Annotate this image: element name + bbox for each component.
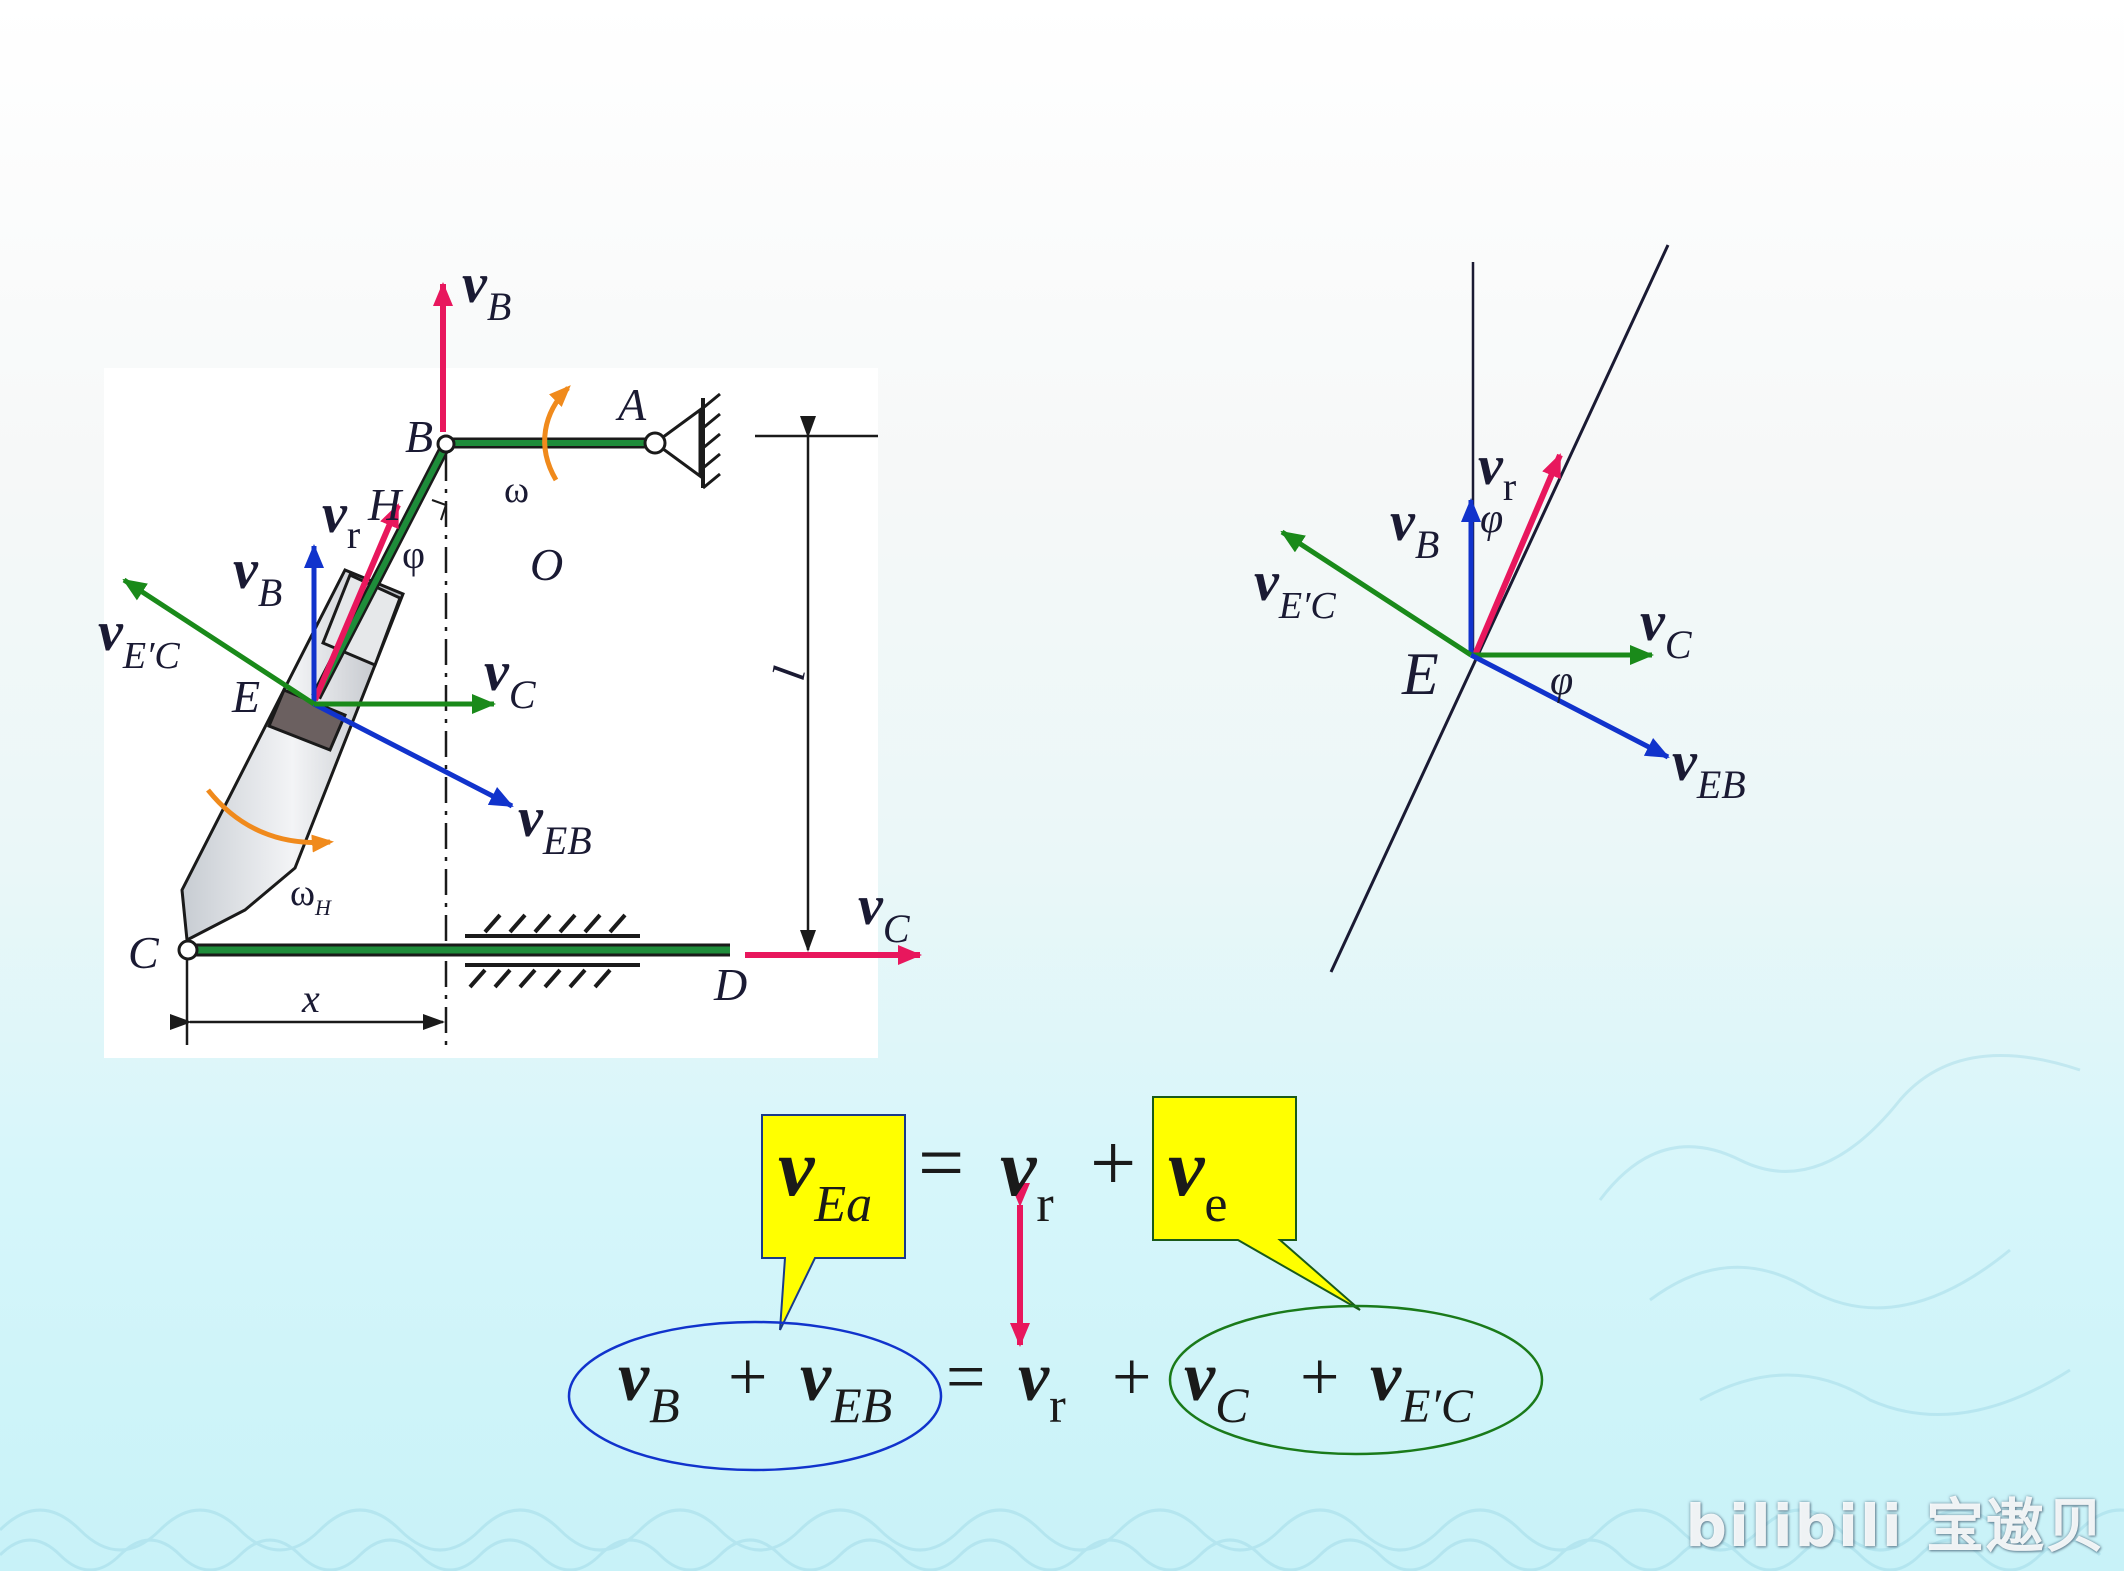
- vd-label-vr: vr: [1478, 435, 1516, 509]
- eq2-plus2: +: [1112, 1339, 1151, 1416]
- eq1-equals: =: [918, 1117, 964, 1208]
- vd-label-phi-bottom: φ: [1550, 658, 1573, 704]
- pin-C: [177, 939, 199, 961]
- vd-label-phi-top: φ: [1480, 496, 1503, 542]
- label-x: x: [301, 976, 320, 1021]
- vr-vector: [312, 503, 401, 702]
- label-E: E: [231, 671, 260, 722]
- callout-vEa: [761, 1114, 906, 1331]
- label-vEC: vE′C: [98, 601, 180, 677]
- label-phi: φ: [402, 532, 425, 577]
- label-vC-D: vC: [858, 875, 911, 951]
- vd-label-E: E: [1401, 641, 1439, 707]
- eq1-lhs: vEa: [778, 1122, 872, 1233]
- vd-vEB-vector: [1469, 652, 1670, 760]
- label-omega-h: ωH: [290, 872, 332, 920]
- vd-label-vB: vB: [1390, 491, 1439, 567]
- callout-ve: [1152, 1096, 1361, 1311]
- support-A: [643, 392, 721, 490]
- label-H: H: [367, 479, 404, 530]
- eq2-vEB: vEB: [800, 1339, 892, 1433]
- eq2-plus3: +: [1300, 1339, 1339, 1416]
- label-vC: vC: [484, 641, 537, 717]
- vEB-vector: [312, 701, 514, 809]
- eq2-vr: vr: [1018, 1339, 1066, 1433]
- label-vB-top: vB: [462, 253, 511, 329]
- vector-diagram: E φ φ vr vB vE′C vC vEB: [1254, 244, 1746, 973]
- vd-label-vEC: vE′C: [1254, 551, 1336, 627]
- vEC-vector: [122, 577, 316, 707]
- mechanism-diagram: A B H O E C D l x ω ωH φ vB vr vB vE′C v…: [98, 253, 922, 1058]
- label-vB: vB: [233, 539, 282, 615]
- eq2-plus1: +: [728, 1339, 767, 1416]
- vd-vEC-vector: [1280, 529, 1473, 658]
- eq1-vr: vr: [1000, 1122, 1054, 1233]
- link-BH-fill: [313, 443, 449, 699]
- eq2-equals: =: [946, 1339, 985, 1416]
- guide-hatch: [465, 913, 640, 989]
- ref-slanted-line: [1329, 244, 1670, 973]
- ellipse-vC-vEC: [1168, 1304, 1544, 1456]
- eq2-vB: vB: [618, 1339, 680, 1433]
- bilibili-watermark: bilibili 宝遨贝: [1685, 1492, 2106, 1560]
- eq2-vC: vC: [1184, 1339, 1249, 1433]
- ellipse-vB-vEB: [567, 1320, 943, 1472]
- label-omega: ω: [504, 469, 529, 511]
- label-D: D: [713, 959, 747, 1010]
- eq1-ve: ve: [1168, 1122, 1228, 1233]
- vd-label-vC: vC: [1640, 591, 1693, 667]
- vd-label-vEB: vEB: [1672, 731, 1746, 807]
- wave-decoration: [0, 1054, 2124, 1571]
- label-B: B: [405, 411, 433, 462]
- omega-h-arrow: [206, 788, 334, 853]
- equations: vEa = vr + ve vB + vEB = vr + vC + vE′C: [567, 1096, 1544, 1472]
- label-A: A: [615, 379, 647, 430]
- label-O: O: [530, 539, 563, 590]
- eq1-plus: +: [1090, 1117, 1136, 1208]
- label-C: C: [128, 927, 160, 978]
- vd-vr-vector: [1472, 453, 1563, 657]
- right-angle-mark: [431, 499, 448, 521]
- sleeve-body: [180, 568, 405, 943]
- label-vr: vr: [322, 483, 360, 557]
- slider-block: [267, 688, 347, 752]
- label-vEB: vEB: [518, 787, 592, 863]
- pin-B: [436, 434, 456, 454]
- eq2-vEC: vE′C: [1370, 1339, 1474, 1433]
- omega-arrow: [542, 385, 571, 482]
